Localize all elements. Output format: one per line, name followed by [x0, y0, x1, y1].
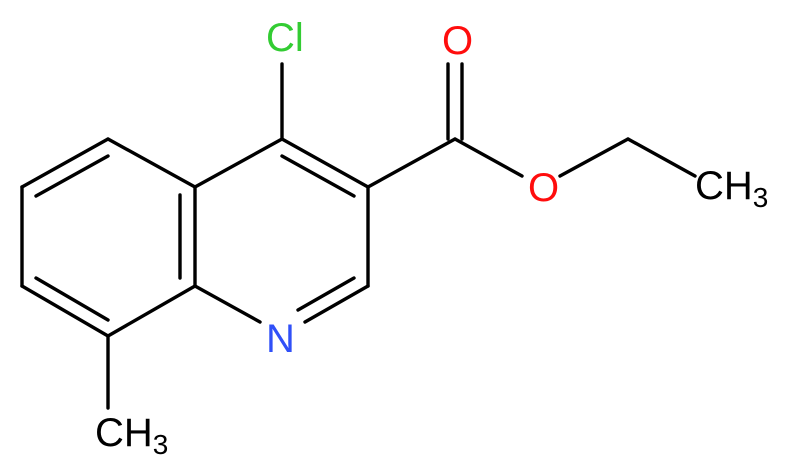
bond-c5-c6	[20, 137, 110, 189]
bond-c4-c3-double	[280, 154, 356, 198]
bond-c2-n1	[303, 284, 370, 324]
bond-ester-o-ch2	[558, 137, 630, 178]
ester-oxygen-label: O	[528, 166, 559, 210]
bond-c5-c6-double	[34, 154, 110, 198]
atom-labels: Cl O O N CH3 CH3	[95, 16, 768, 460]
chlorine-label: Cl	[266, 16, 304, 60]
bond-c8-c8a	[106, 284, 197, 338]
carbonyl-oxygen-label: O	[442, 19, 473, 63]
bond-carbonyl-ester-o	[453, 137, 524, 178]
bonds	[20, 62, 697, 410]
bond-c7-c8-double	[34, 276, 110, 322]
bond-n1-c8a	[193, 284, 262, 324]
ring-methyl-label: CH3	[95, 411, 168, 460]
bond-c2-n1-double	[296, 276, 356, 312]
bond-c4-c3	[280, 137, 370, 189]
bond-c4a-c5	[106, 137, 197, 189]
ethyl-methyl-label: CH3	[695, 164, 768, 213]
bond-ch2-ch3	[626, 137, 697, 178]
bond-c4a-c4	[193, 137, 284, 189]
ring-nitrogen-label: N	[266, 317, 295, 361]
bond-c7-c8	[20, 284, 110, 338]
bond-c3-carbonyl	[366, 137, 457, 189]
